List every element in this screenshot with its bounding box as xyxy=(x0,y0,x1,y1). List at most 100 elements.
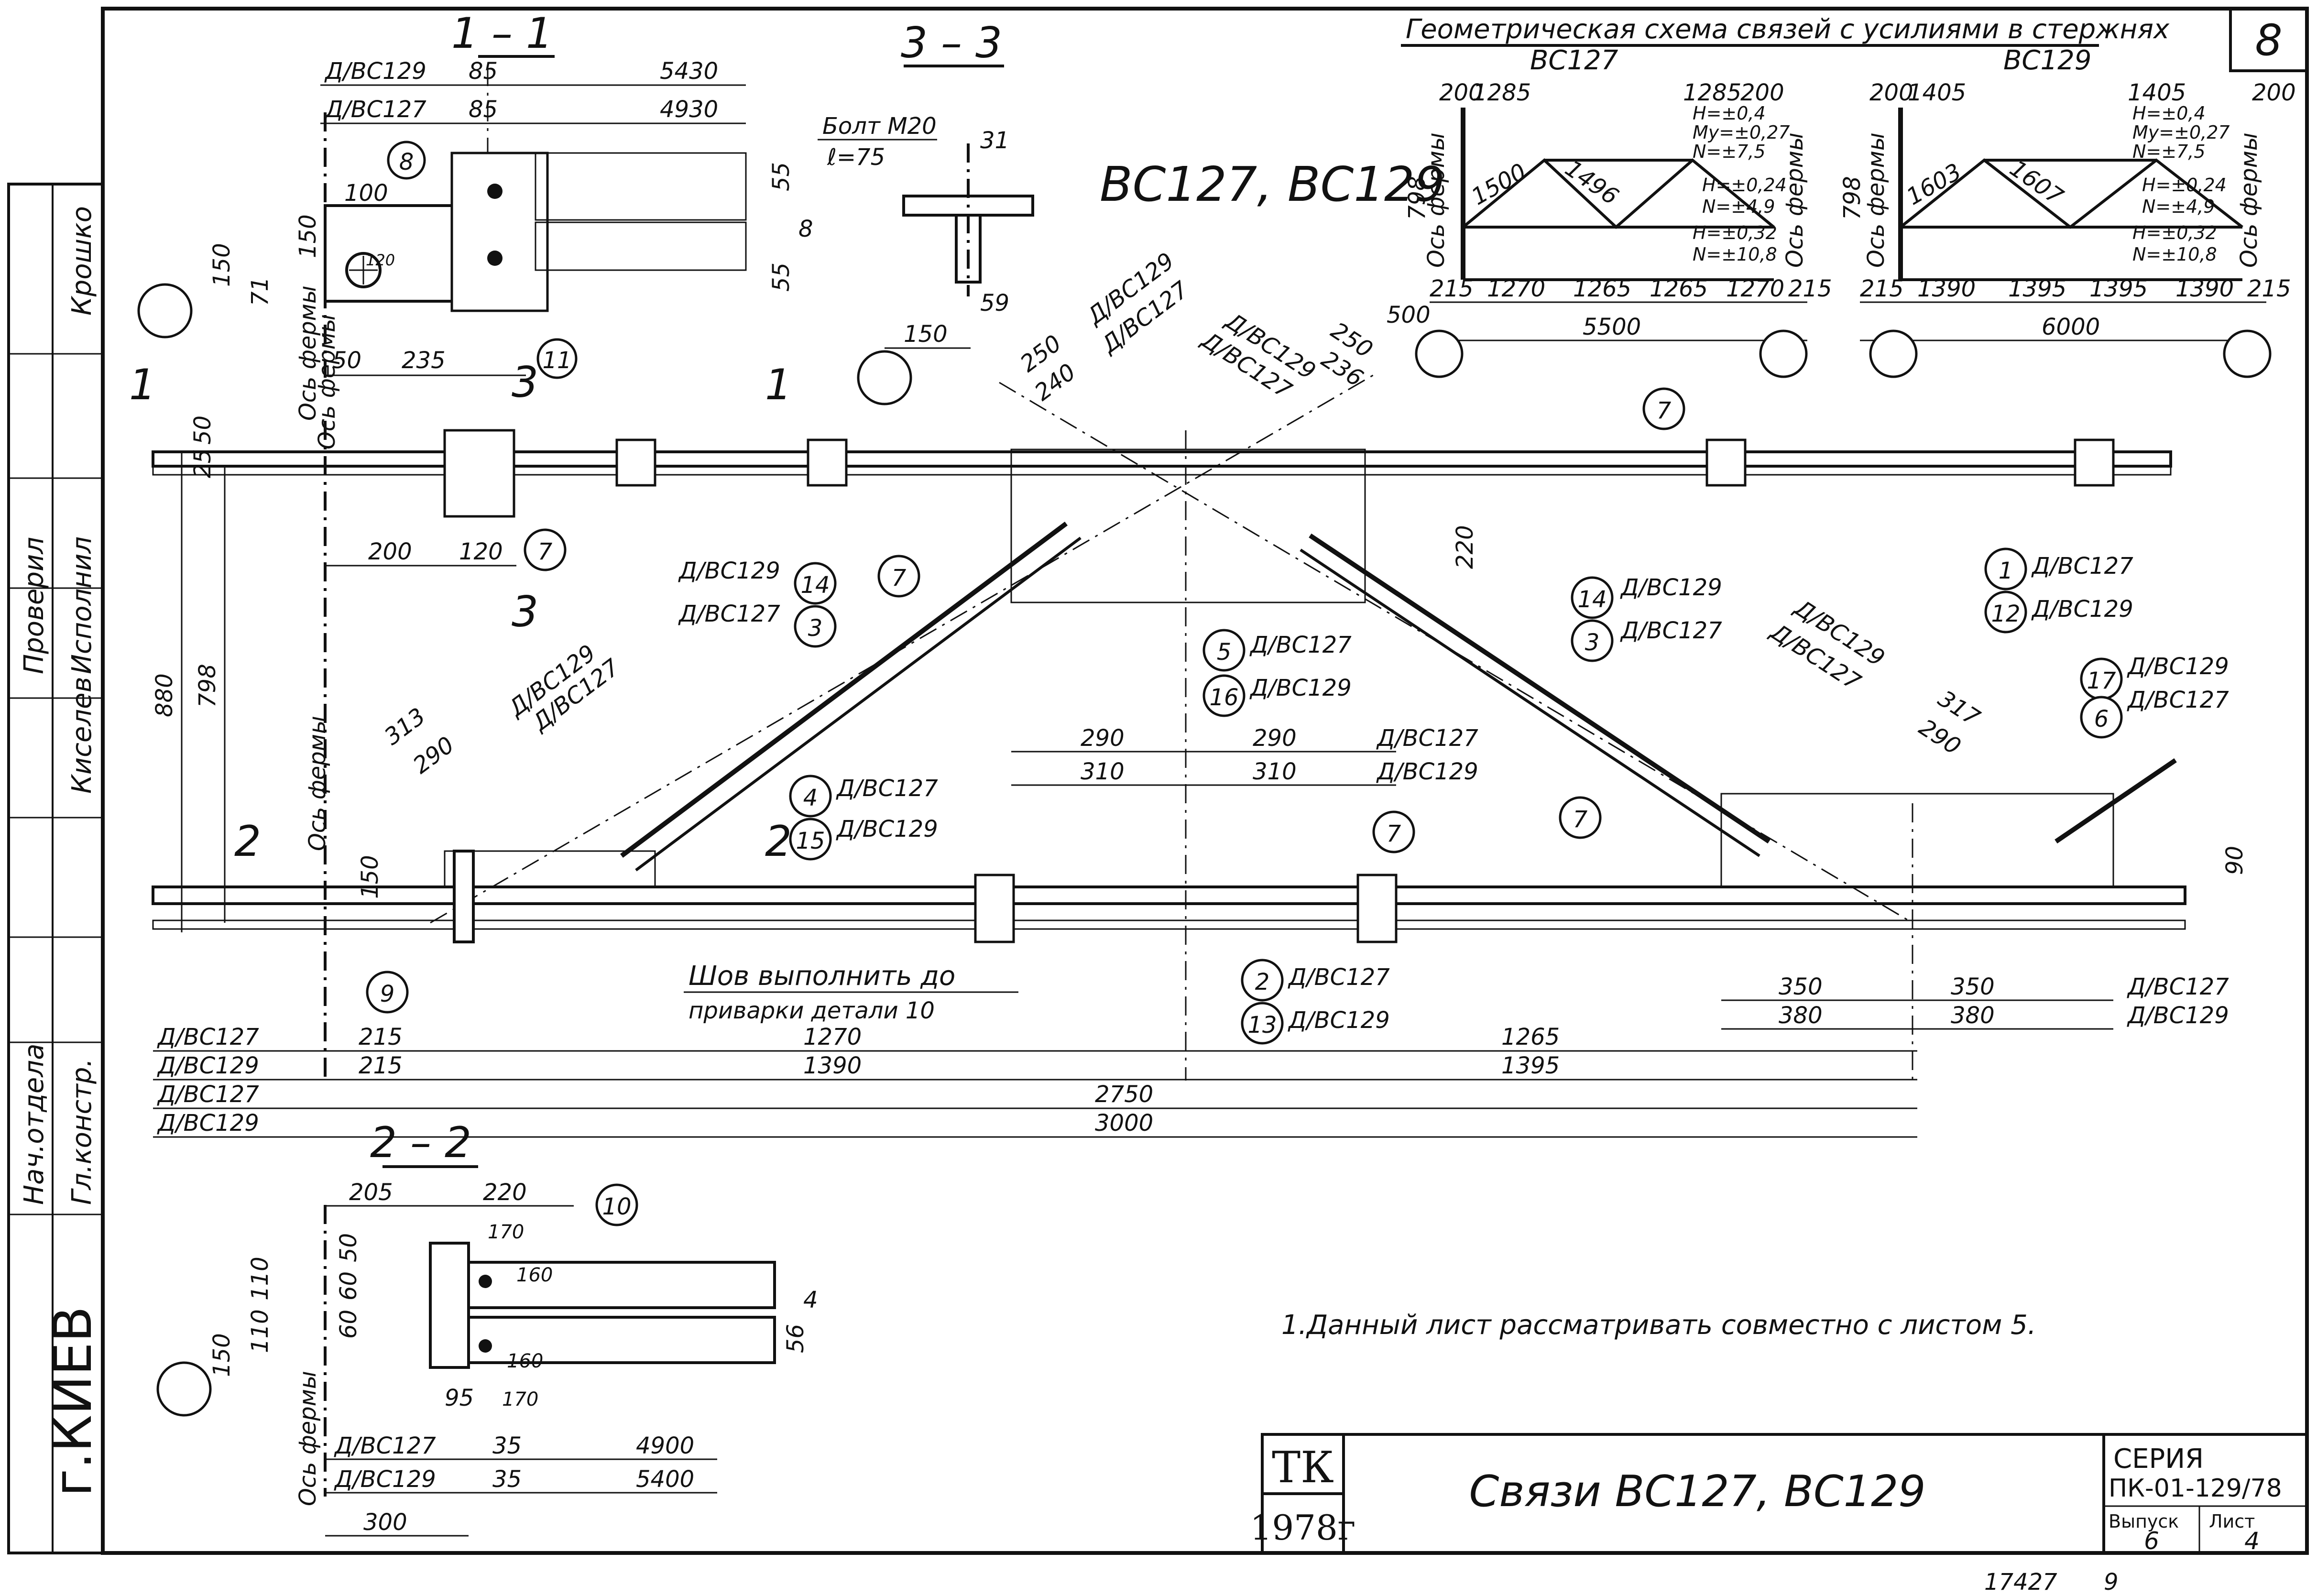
s22-300: 300 xyxy=(363,1509,407,1536)
stamp-logo: ТК xyxy=(1272,1443,1334,1493)
s11-a-2: 85 xyxy=(469,96,498,123)
sc129-b2: 1390 xyxy=(1917,275,1976,302)
geometric-scheme: Геометрическая схема связей с усилиями в… xyxy=(1387,14,2296,378)
section-marker-3-bot: 3 xyxy=(512,587,538,636)
callout-17: 17 xyxy=(2087,667,2116,694)
dim-313: 313 xyxy=(380,703,431,751)
s22-mark-2: Д/ВС129 xyxy=(334,1466,436,1493)
s22-axis: Ось фермы xyxy=(295,1371,321,1506)
sc127-diag-2: 1496 xyxy=(1560,155,1623,210)
bolt-label: Болт М20 xyxy=(822,113,937,140)
s22-110b: 110 xyxy=(247,1309,273,1353)
callout-14: 14 xyxy=(800,572,830,599)
callout-14-r-label: Д/ВС129 xyxy=(1620,574,1722,601)
dim-25a: 25 xyxy=(189,449,216,478)
bdim-2b: 1390 xyxy=(803,1052,862,1079)
s22-205: 205 xyxy=(349,1179,393,1206)
sc127-top-4: 200 xyxy=(1740,79,1784,106)
side-name-1: Крошко xyxy=(66,206,98,316)
callout-3-r: 3 xyxy=(1585,629,1600,656)
s11-dim-8: 8 xyxy=(798,216,813,242)
callout-13: 13 xyxy=(1247,1012,1277,1038)
bdim-3a: 2750 xyxy=(1095,1081,1153,1108)
s22-160a: 160 xyxy=(516,1264,553,1286)
side-role-2: Проверил xyxy=(19,537,50,674)
callout-15-label: Д/ВС129 xyxy=(836,816,938,842)
s11-dim-71: 71 xyxy=(247,277,273,306)
s11-a-1: 85 xyxy=(469,58,498,85)
dim-290c: 290 xyxy=(1081,725,1125,752)
callout-12: 12 xyxy=(1991,601,2020,627)
s22-170a: 170 xyxy=(488,1221,524,1243)
side-stamp: Крошко Киселев Исполнил Проверил Гл.конс… xyxy=(7,183,104,1554)
sc129-f1: H=±0,4 xyxy=(2132,103,2206,124)
callout-2: 2 xyxy=(1255,969,1270,995)
sc129-top-3: 1405 xyxy=(2128,79,2186,106)
s33-150: 150 xyxy=(904,321,948,348)
s11-dim-150b: 150 xyxy=(295,214,321,258)
s22-160b: 160 xyxy=(507,1350,543,1372)
sc127-f3: N=±7,5 xyxy=(1693,141,1766,162)
stamp-issue: 6 xyxy=(2144,1527,2159,1555)
scheme-bc129: 200 1405 1405 200 1603 1607 798 Ось ферм… xyxy=(1839,79,2296,378)
scheme-bc129: ВС129 xyxy=(2003,45,2091,76)
sc129-b4: 1395 xyxy=(2089,275,2148,302)
diag-mark-l1: Д/ВС129 xyxy=(678,558,780,584)
callout-5-label: Д/ВС127 xyxy=(1249,632,1352,658)
sc127-f2: My=±0,27 xyxy=(1693,122,1790,143)
sc129-h: 798 xyxy=(1839,176,1866,220)
callout-5: 5 xyxy=(1217,639,1232,666)
bolt-length: ℓ=75 xyxy=(827,144,885,171)
inventory-number: 17427 xyxy=(1984,1569,2057,1596)
sc129-f5: N=±4,9 xyxy=(2142,196,2215,217)
diag-mark-l2: Д/ВС127 xyxy=(678,601,780,627)
mark-rb-1: Д/ВС127 xyxy=(2127,973,2229,1000)
main-axis-label-2: Ось фермы xyxy=(295,285,321,421)
sheet-note: 1.Данный лист рассматривать совместно с … xyxy=(1281,1310,2036,1341)
main-axis-label: Ось фермы xyxy=(304,716,331,851)
s11-dim-120: 120 xyxy=(366,251,395,269)
callout-13-label: Д/ВС129 xyxy=(1288,1007,1390,1034)
sc129-b1: 215 xyxy=(1860,275,1904,302)
callout-11: 11 xyxy=(542,347,571,374)
sc129-span: 6000 xyxy=(2042,314,2100,340)
sc129-b5: 1390 xyxy=(2175,275,2234,302)
dim-880: 880 xyxy=(151,673,178,717)
sc127-top-3: 1285 xyxy=(1683,79,1741,106)
sc127-axis: Ось фермы xyxy=(1423,132,1450,268)
sc129-f6: H=±0,32 xyxy=(2132,222,2217,243)
sc129-axis-r: Ось фермы xyxy=(2236,132,2262,268)
sc129-top-2: 1405 xyxy=(1908,79,1966,106)
sc127-b5: 1270 xyxy=(1726,275,1784,302)
s11-dim-50: 50 xyxy=(332,347,361,374)
section-marker-2-left: 2 xyxy=(234,817,261,866)
side-city: г.КИЕВ xyxy=(42,1306,103,1497)
callout-12-label: Д/ВС129 xyxy=(2031,596,2133,623)
s22-b-2: 5400 xyxy=(636,1466,694,1493)
side-role-1: Исполнил xyxy=(66,536,98,674)
callout-15: 15 xyxy=(796,828,825,854)
dim-310a: 310 xyxy=(1081,758,1125,785)
callout-7-diag: 7 xyxy=(892,565,907,591)
s22-60b: 60 xyxy=(335,1310,362,1339)
marks-title: ВС127, ВС129 xyxy=(1100,156,1445,212)
side-name-2: Киселев xyxy=(66,677,98,794)
scheme-bc127: 200 1285 1285 200 1500 1496 798 Ось ферм… xyxy=(1387,79,1832,378)
callout-3: 3 xyxy=(808,615,823,642)
section-marker-1-right: 1 xyxy=(765,360,792,409)
weld-note-1: Шов выполнить до xyxy=(689,961,955,992)
callout-10: 10 xyxy=(602,1193,631,1220)
dim-50a: 50 xyxy=(189,415,216,445)
stamp-sheet-label: Лист xyxy=(2209,1511,2255,1532)
dim-220a: 220 xyxy=(1452,525,1478,569)
s22-50a: 50 xyxy=(335,1233,362,1262)
s11-dim-150a: 150 xyxy=(208,243,235,287)
callout-14-r: 14 xyxy=(1577,586,1607,613)
callout-3-r-label: Д/ВС127 xyxy=(1620,617,1722,644)
dim-380a: 380 xyxy=(1779,1002,1823,1029)
bdim-1b: 1270 xyxy=(803,1024,862,1050)
s11-b-2: 4930 xyxy=(660,96,718,123)
sc127-top-2: 1285 xyxy=(1473,79,1531,106)
callout-4-label: Д/ВС127 xyxy=(836,775,938,802)
